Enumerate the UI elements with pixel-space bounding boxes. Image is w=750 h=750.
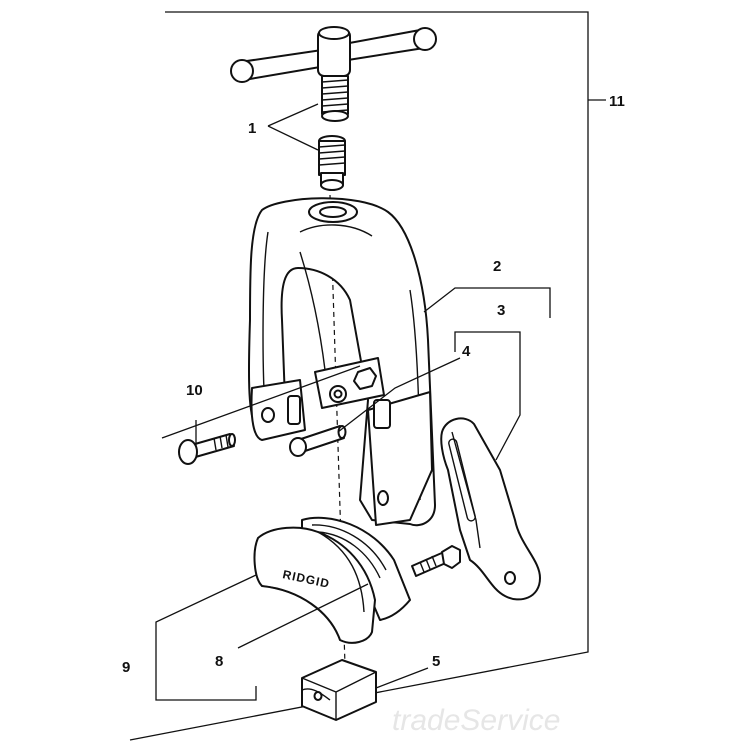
jaw-insert-block — [301, 659, 377, 721]
jaw-handle — [440, 417, 541, 601]
jaw-front-block: RIDGID — [253, 526, 376, 644]
leader-10 — [161, 365, 361, 446]
callout-9: 9 — [122, 659, 130, 676]
leader-1 — [267, 103, 319, 151]
pivot-pin — [289, 425, 347, 457]
leader-5 — [375, 667, 429, 689]
leader-4 — [337, 357, 461, 433]
callout-3: 3 — [497, 302, 505, 319]
leader-3 — [454, 331, 521, 461]
leader-9 — [155, 574, 257, 701]
callout-1: 1 — [248, 120, 256, 137]
lower-screw-segment — [318, 135, 346, 191]
callout-11: 11 — [609, 93, 625, 110]
jaw-bolt — [411, 545, 461, 577]
callout-2: 2 — [493, 258, 501, 275]
callout-5: 5 — [432, 653, 440, 670]
t-handle-screw — [230, 26, 437, 122]
callout-8: 8 — [215, 653, 223, 670]
leader-8 — [237, 583, 369, 649]
callout-4: 4 — [462, 343, 471, 360]
leader-2 — [423, 287, 551, 318]
watermark-text: tradeService — [392, 704, 560, 737]
hinge-bolt — [178, 433, 236, 465]
yoke-body — [247, 197, 436, 527]
callout-10: 10 — [186, 382, 203, 399]
